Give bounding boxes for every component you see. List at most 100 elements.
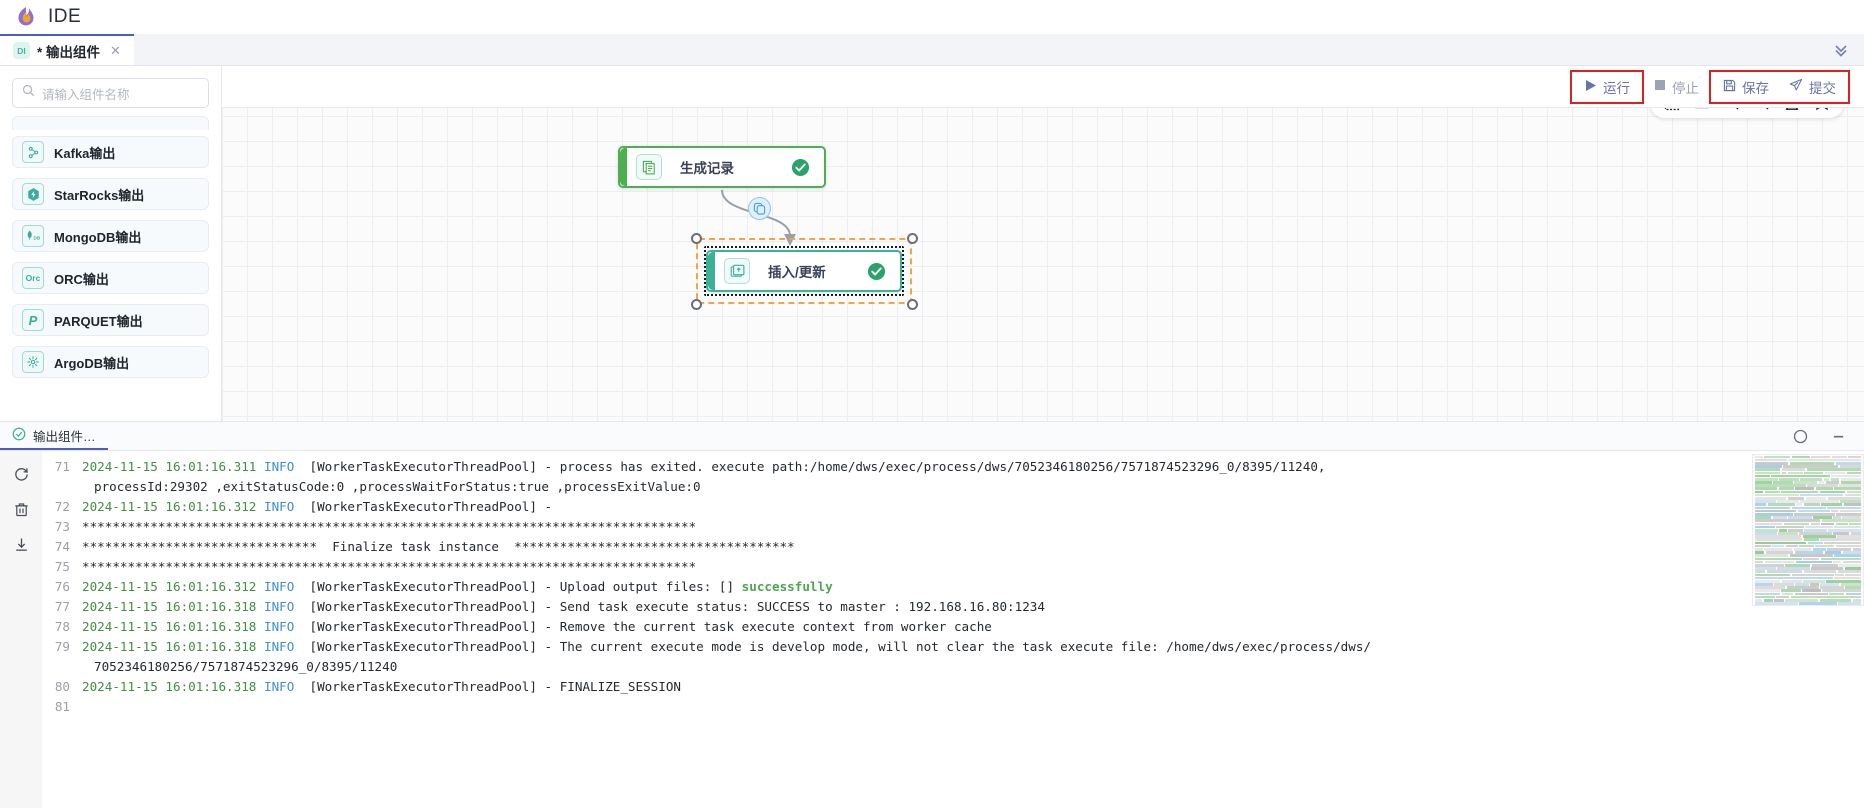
minimap-row [1755,605,1861,606]
log-line-text: 2024-11-15 16:01:16.312 INFO [WorkerTask… [82,579,833,594]
component-item-orc[interactable]: Orc ORC输出 [12,262,209,294]
stop-label: 停止 [1672,80,1699,96]
save-submit-highlight-box: 保存 提交 [1709,69,1850,104]
trash-icon[interactable] [12,500,30,518]
minimap-row [1755,528,1861,532]
log-tab-output-component[interactable]: 输出组件… [0,422,108,450]
component-item-starrocks[interactable]: StarRocks输出 [12,178,209,210]
minimap-row [1755,592,1861,596]
minimap-row [1755,576,1861,580]
minimap-row [1755,500,1861,503]
component-sidebar: 请输入组件名称 Kafka输出 [0,66,222,421]
resize-handle-bottom-left[interactable] [691,299,702,310]
download-icon[interactable] [12,535,30,553]
minimap-row [1755,522,1861,526]
log-line-text: 2024-11-15 16:01:16.318 INFO [WorkerTask… [82,679,682,694]
log-line: 78 2024-11-15 16:01:16.318 INFO [WorkerTa… [42,617,1864,637]
log-line-continuation: processId:29302 ,exitStatusCode:0 ,proce… [94,479,701,494]
log-panel: 输出组件… [0,421,1864,808]
insert-update-icon [724,258,750,284]
run-label: 运行 [1603,80,1630,96]
component-list[interactable]: Kafka输出 StarRocks输出 DB [0,116,221,421]
log-line-number: 73 [54,519,70,534]
minimap-row [1755,567,1861,570]
search-placeholder: 请输入组件名称 [42,87,130,102]
minimap-row [1755,535,1862,538]
starrocks-icon [22,183,44,205]
log-line-text: 2024-11-15 16:01:16.318 INFO [WorkerTask… [82,619,992,634]
component-label: ArgoDB输出 [54,355,130,371]
minimap-row [1755,602,1861,605]
search-row: 请输入组件名称 [0,66,221,116]
minimap-row [1755,490,1861,494]
minimap-row [1755,509,1861,513]
component-item-parquet[interactable]: P PARQUET输出 [12,304,209,336]
stop-button[interactable]: 停止 [1644,73,1709,101]
tab-output-component[interactable]: DI * 输出组件 ✕ [0,34,134,65]
component-item-kafka[interactable]: Kafka输出 [12,136,209,168]
component-label: PARQUET输出 [54,313,143,329]
action-toolbar: 运行 停止 保存 [222,66,1864,108]
minimap-row [1755,493,1861,497]
minimap-row [1755,551,1862,554]
minimap-row [1755,589,1861,593]
minimap-row [1755,570,1861,573]
log-line-text: ******************************* Finalize… [82,539,795,554]
resize-handle-top-right[interactable] [907,233,918,244]
log-line-text: 2024-11-15 16:01:16.312 INFO [WorkerTask… [82,499,560,514]
app-title: IDE [48,6,82,27]
component-item-mongodb[interactable]: DB MongoDB输出 [12,220,209,252]
stop-square-icon [1654,79,1666,94]
refresh-circle-icon[interactable] [1792,428,1808,444]
node-label: 生成记录 [680,161,734,176]
mongodb-icon: DB [22,225,44,247]
flow-node-insert-update[interactable]: 插入/更新 [706,250,902,292]
save-label: 保存 [1742,80,1769,96]
submit-button[interactable]: 提交 [1779,73,1846,101]
check-circle-icon [867,262,886,281]
link-node-icon[interactable] [748,197,771,220]
resize-handle-top-left[interactable] [691,233,702,244]
minimap-row [1755,573,1861,577]
log-line: 80 2024-11-15 16:01:16.318 INFO [WorkerTa… [42,677,1864,697]
run-button[interactable]: 运行 [1574,73,1640,101]
log-line-number: 80 [54,679,70,694]
minimap-row [1755,544,1862,548]
log-line: 75**************************************… [42,557,1864,577]
component-item-partial[interactable] [12,116,209,130]
close-icon[interactable]: ✕ [110,42,121,58]
log-line-number: 74 [54,539,70,554]
search-input[interactable]: 请输入组件名称 [12,78,209,108]
flow-canvas[interactable]: 运行 停止 保存 [222,66,1864,421]
minimap-row [1755,455,1861,459]
play-icon [1584,79,1597,95]
log-line-number: 78 [54,619,70,634]
minimap-row [1755,599,1861,602]
log-line-number: 79 [54,639,70,654]
flow-node-generate-records[interactable]: 生成记录 [618,146,826,188]
minimap-row [1755,487,1861,491]
node-accent-bar [708,252,715,290]
chevron-double-down-icon[interactable] [1832,34,1850,65]
component-item-argodb[interactable]: ArgoDB输出 [12,346,209,378]
floppy-disk-icon [1723,79,1736,95]
minimap-row [1755,586,1862,589]
log-line-text: ****************************************… [82,559,697,574]
log-line-number: 76 [54,579,70,594]
code-minimap[interactable] [1752,454,1864,606]
minimap-row [1755,525,1861,529]
check-circle-icon [791,158,810,177]
log-panel-header: 输出组件… [0,421,1864,451]
minimap-row [1755,465,1862,468]
log-line-continuation: 7052346180256/7571874523296_0/8395/11240 [94,659,398,674]
log-line-text: ****************************************… [82,519,697,534]
log-tab-label: 输出组件… [33,429,96,444]
reload-icon[interactable] [12,465,30,483]
log-line: 73 **************************************… [42,517,1864,537]
save-button[interactable]: 保存 [1713,73,1779,101]
minimize-icon[interactable] [1830,428,1846,444]
stop-group: 停止 [1644,73,1709,101]
resize-handle-bottom-right[interactable] [907,299,918,310]
